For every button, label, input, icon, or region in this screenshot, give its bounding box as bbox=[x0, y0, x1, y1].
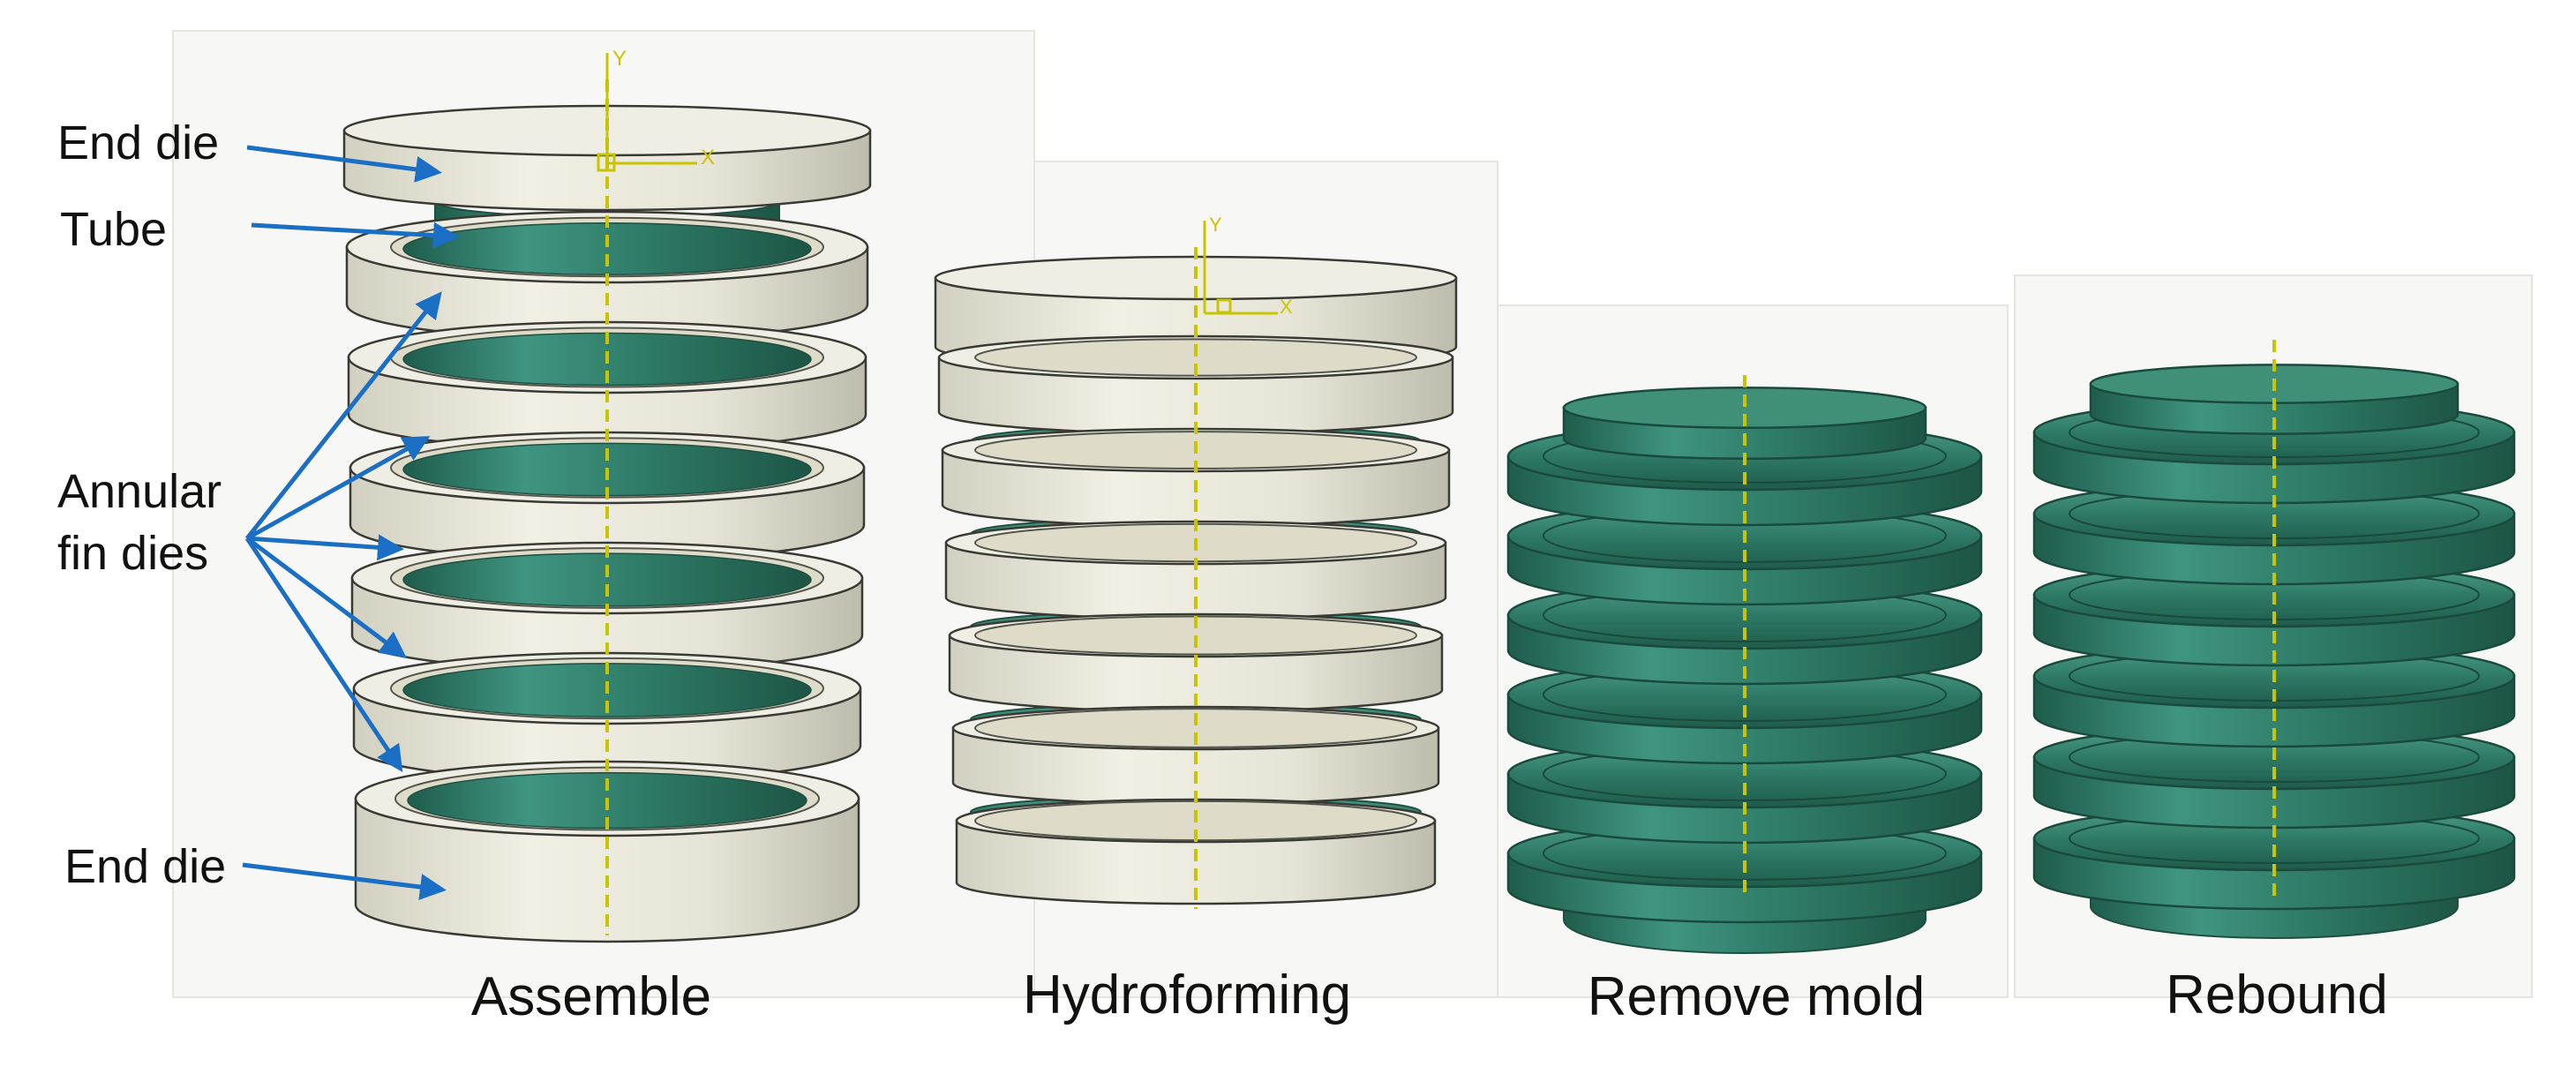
arrow-fin-5 bbox=[244, 537, 403, 772]
label-annular-line2: fin dies bbox=[57, 527, 208, 580]
caption-hydroforming: Hydroforming bbox=[1023, 965, 1351, 1025]
arrow-fin-2 bbox=[245, 436, 431, 541]
arrow-end-die-top bbox=[246, 145, 442, 183]
axis-x-label-2: X bbox=[1280, 296, 1293, 318]
label-tube: Tube bbox=[60, 203, 167, 256]
axis-y-label: Y bbox=[612, 47, 627, 71]
arrow-fin-1 bbox=[245, 291, 442, 540]
center-axis-lines bbox=[605, 79, 2276, 935]
annular-fin-die bbox=[352, 651, 862, 783]
arrow-fin-3 bbox=[246, 534, 404, 561]
arrow-fin-4 bbox=[245, 537, 407, 658]
caption-remove-mold: Remove mold bbox=[1588, 966, 1925, 1027]
caption-assemble: Assemble bbox=[471, 966, 711, 1027]
axis-x-label: X bbox=[701, 146, 715, 169]
axis-y-label-2: Y bbox=[1209, 214, 1222, 236]
annular-fin-die bbox=[951, 705, 1440, 806]
caption-rebound: Rebound bbox=[2166, 965, 2388, 1025]
label-end-die-top: End die bbox=[57, 116, 219, 169]
label-annular-line1: Annular bbox=[57, 465, 222, 518]
axis-triad-hydroforming bbox=[1203, 221, 1278, 315]
callout-arrows bbox=[242, 145, 460, 900]
label-end-die-bottom: End die bbox=[64, 840, 226, 893]
assemble-model bbox=[342, 104, 872, 943]
annular-fin-die bbox=[350, 541, 864, 672]
tube-top-face bbox=[1562, 386, 1927, 430]
arrow-end-die-bottom bbox=[242, 862, 447, 900]
arrow-tube bbox=[251, 222, 460, 249]
